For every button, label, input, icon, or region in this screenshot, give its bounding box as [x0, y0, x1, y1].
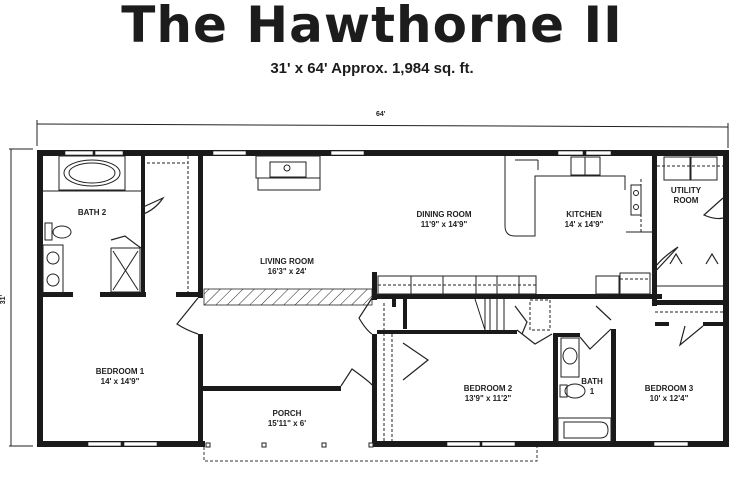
room-living: LIVING ROOM 16'3" x 24' — [260, 257, 314, 277]
fixtures — [42, 155, 723, 443]
room-size: 10' x 12'4" — [649, 394, 689, 403]
room-bath2: BATH 2 — [78, 208, 106, 218]
room-name: BEDROOM 3 — [644, 384, 694, 393]
porch-posts — [205, 442, 374, 448]
room-utility: UTILITY ROOM — [671, 186, 701, 206]
room-size: 15'11" x 6' — [267, 419, 307, 428]
plan-title: The Hawthorne II — [121, 0, 623, 54]
room-name: BATH — [581, 377, 603, 386]
room-name: KITCHEN — [566, 210, 602, 219]
room-dining: DINING ROOM 11'9" x 14'9" — [416, 210, 471, 230]
room-name: BEDROOM 1 — [95, 367, 145, 376]
room-name: DINING ROOM — [416, 210, 472, 219]
room-bath1: BATH 1 — [581, 377, 603, 397]
room-size: 14' x 14'9" — [100, 377, 140, 386]
porch-outline — [203, 447, 538, 462]
room-name: BEDROOM 2 — [463, 384, 513, 393]
room-name: PORCH — [272, 409, 302, 418]
room-porch: PORCH 15'11" x 6' — [268, 409, 306, 429]
door-swings — [110, 196, 724, 387]
room-bedroom3: BEDROOM 3 10' x 12'4" — [645, 384, 693, 404]
room-name-2: 1 — [589, 387, 595, 396]
room-size: 11'9" x 14'9" — [420, 220, 468, 229]
room-name: UTILITY — [670, 186, 702, 195]
room-size: 14' x 14'9" — [564, 220, 604, 229]
room-name-2: ROOM — [673, 196, 699, 205]
room-size: 16'3" x 24' — [267, 267, 307, 276]
room-kitchen: KITCHEN 14' x 14'9" — [565, 210, 604, 230]
room-size: 13'9" x 11'2" — [464, 394, 512, 403]
half-wall — [203, 288, 373, 306]
windows — [64, 150, 689, 447]
interior-walls — [43, 156, 723, 447]
dimension-lines — [9, 120, 729, 447]
room-bedroom1: BEDROOM 1 14' x 14'9" — [96, 367, 144, 387]
room-name: BATH 2 — [77, 208, 107, 217]
depth-dimension: 31' — [0, 294, 8, 305]
width-dimension: 64' — [376, 111, 386, 118]
plan-subtitle: 31' x 64' Approx. 1,984 sq. ft. — [270, 60, 474, 77]
room-bedroom2: BEDROOM 2 13'9" x 11'2" — [464, 384, 512, 404]
room-name: LIVING ROOM — [260, 257, 314, 266]
